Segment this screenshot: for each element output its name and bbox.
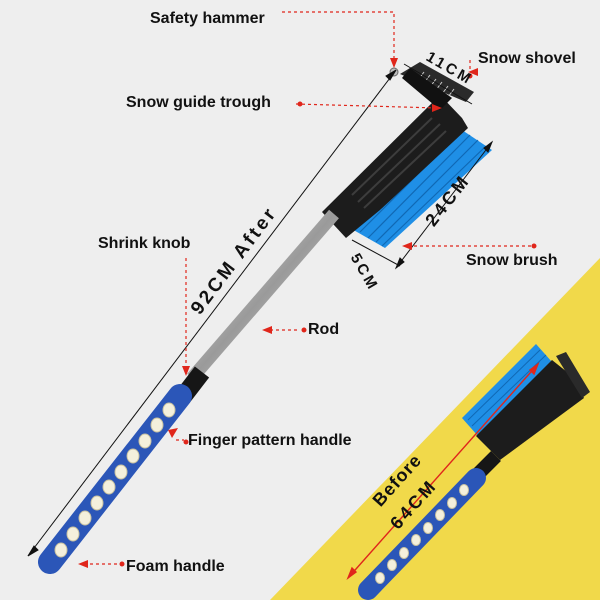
snow-guide-trough-label: Snow guide trough (126, 94, 271, 111)
shrink-knob-label: Shrink knob (98, 235, 191, 252)
snow-brush-label: Snow brush (466, 252, 558, 269)
snow-brush-bristles (350, 122, 492, 248)
aluminum-rod (187, 209, 339, 383)
rod-label: Rod (308, 321, 340, 338)
foam-handle-label: Foam handle (126, 558, 225, 575)
pointer-arrowheads (78, 58, 478, 568)
before-dimension-line (346, 361, 540, 581)
yellow-background-panel (270, 258, 600, 600)
foam-handle (38, 384, 192, 574)
snow-shovel-label: Snow shovel (478, 50, 576, 67)
finger-pattern-handle-label: Finger pattern handle (188, 432, 352, 449)
pointer-lines (84, 11, 534, 565)
before-brush-illustration (358, 344, 590, 600)
pointer-dots (119, 73, 537, 567)
safety-hammer-label: Safety hammer (150, 10, 265, 27)
snow-guide-trough-grooves (351, 117, 447, 209)
